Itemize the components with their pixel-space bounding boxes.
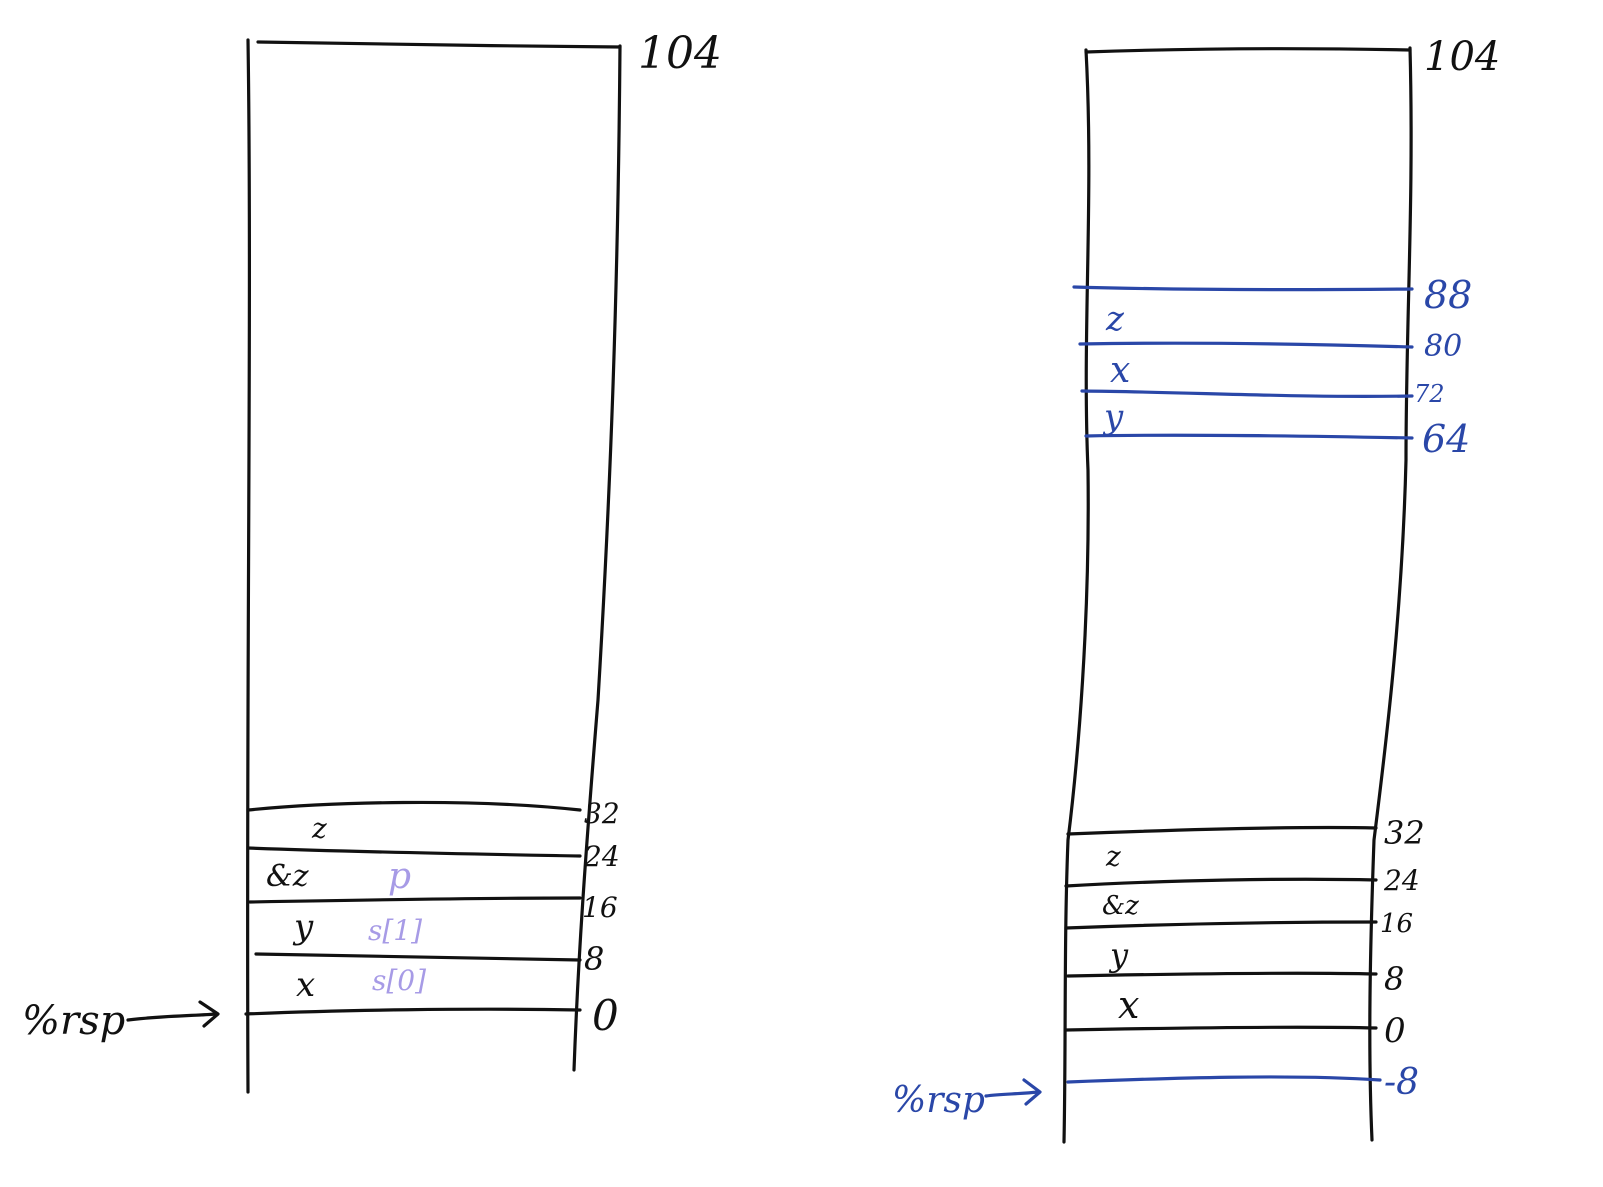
right-lower-offset: -8 [1384,1062,1419,1103]
right-line-72 [1080,389,1414,399]
left-slot-label: z [311,812,327,845]
right-line-80 [1078,341,1414,349]
left-frame-right-edge [572,44,622,1072]
left-line-24 [246,846,582,858]
left-line-16 [248,896,582,904]
left-line-0 [244,1007,582,1016]
right-upper-slot: x [1110,350,1130,391]
left-stack-frame: 104 32 24 16 8 0 z &z y x p s[1] s[0] %r… [22,28,722,1094]
right-stack-frame: 88 80 72 64 z x y 104 32 24 16 8 0 -8 z … [892,34,1500,1144]
left-line-8 [254,952,582,962]
right-lower-offset: 8 [1384,960,1404,998]
left-struct-field: s[1] [368,914,422,947]
right-lower-offset: 0 [1384,1011,1406,1051]
left-line-32 [246,800,582,812]
right-frame-top-edge [1084,47,1412,54]
left-offset-label: 24 [583,840,620,873]
right-upper-offset: 72 [1414,380,1445,408]
left-offset-label: 0 [592,991,619,1040]
left-slot-label: y [292,907,314,947]
right-frame-left-edge [1062,48,1091,1144]
right-line-neg8 [1066,1075,1382,1084]
right-line-88 [1072,285,1414,292]
left-offset-label: 32 [584,797,620,830]
left-struct-field: p [388,856,411,897]
left-offset-label: 8 [584,940,604,978]
right-upper-slot: z [1105,299,1125,339]
left-frame-left-edge [245,38,252,1094]
left-rsp-label: %rsp [22,998,125,1044]
right-upper-slot: y [1102,397,1124,437]
left-offset-label: 16 [582,891,618,924]
right-lower-slot: z [1105,840,1121,873]
right-lower-slot: y [1108,936,1129,974]
left-rsp-arrow [126,1000,220,1028]
right-upper-offset: 88 [1424,273,1472,317]
right-rsp-label: %rsp [892,1080,985,1121]
right-line-32 [1066,825,1378,836]
right-line-24 [1064,877,1378,888]
left-slot-label: &z [266,859,309,894]
right-rsp-arrow [984,1078,1042,1106]
right-top-label: 104 [1424,34,1500,80]
right-lower-slot: x [1118,983,1139,1027]
right-frame-right-edge [1368,46,1413,1142]
right-lower-slot: &z [1102,891,1139,921]
left-frame-top-edge [256,40,622,49]
right-line-16 [1064,920,1378,930]
right-lower-offset: 16 [1380,909,1413,939]
right-line-8 [1066,971,1378,978]
left-struct-field: s[0] [372,964,426,997]
right-upper-offset: 64 [1422,417,1470,461]
left-slot-label: x [296,965,315,1005]
right-line-0 [1064,1025,1378,1032]
left-top-label: 104 [638,28,722,79]
right-line-64 [1084,433,1414,440]
right-upper-offset: 80 [1424,329,1462,364]
right-lower-offset: 24 [1383,864,1420,897]
right-lower-offset: 32 [1384,814,1425,852]
